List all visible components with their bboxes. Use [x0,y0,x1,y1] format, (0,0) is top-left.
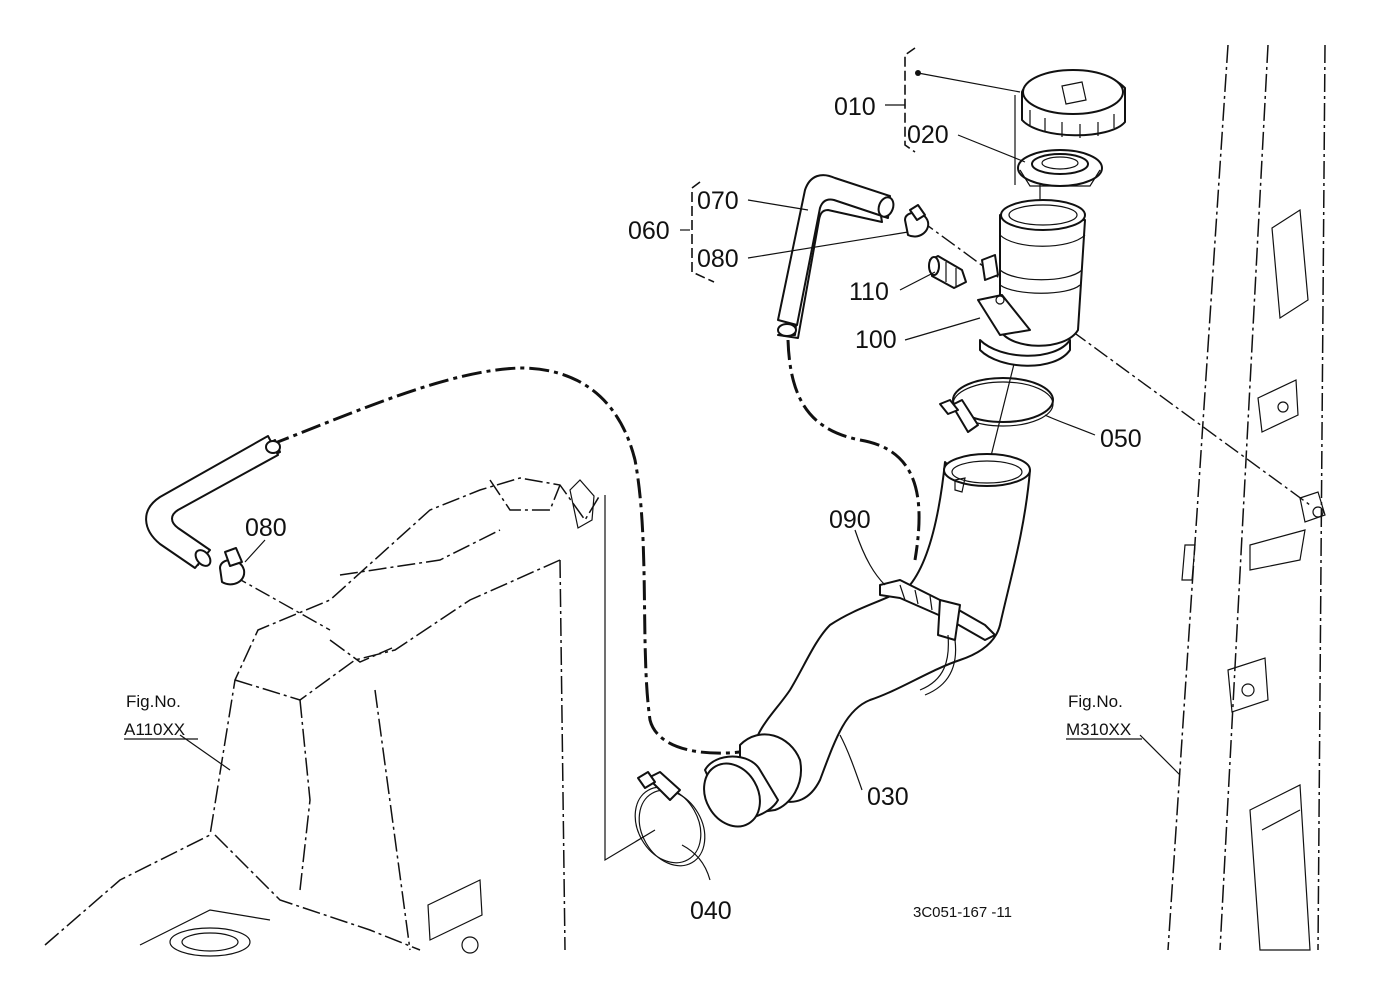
clamp-080-left [219,547,246,586]
label-050: 050 [1100,425,1142,453]
clamp-050 [939,377,1054,433]
clamp-040 [634,771,706,867]
breather-hose-lower [145,435,281,569]
label-070: 070 [697,187,739,215]
diagram-code: 3C051-167 -11 [913,904,1012,921]
fig-ref-right: Fig.No. M310XX [1066,692,1142,740]
routing-lines [231,95,1311,862]
label-020: 020 [907,121,949,149]
breather-hose-070 [777,174,895,339]
label-110: 110 [849,278,889,306]
part-labels: 010 020 070 060 080 110 100 050 090 080 … [245,93,1142,925]
fig-ref-right-number: M310XX [1066,720,1131,739]
fitting-110 [928,255,967,289]
label-030: 030 [867,783,909,811]
label-080-left: 080 [245,514,287,542]
fig-ref-left: Fig.No. A110XX [124,692,198,740]
filler-neck-100 [977,199,1086,367]
label-040: 040 [690,897,732,925]
label-090: 090 [829,506,871,534]
label-080-top: 080 [697,245,739,273]
leader-lines [179,70,1181,881]
fuel-tank-ghost [44,477,601,957]
fuel-cap-010 [1021,69,1126,138]
fig-ref-left-title: Fig.No. [126,692,181,711]
label-060: 060 [628,217,670,245]
gasket-020 [1017,149,1103,187]
fig-ref-left-number: A110XX [124,720,185,739]
filler-hose-030 [703,453,1031,828]
cab-frame-ghost [1167,44,1326,951]
fig-ref-right-title: Fig.No. [1068,692,1123,711]
strap-090 [879,579,996,696]
label-010: 010 [834,93,876,121]
group-braces [691,47,916,283]
label-100: 100 [855,326,897,354]
clamp-080-upper [904,204,930,238]
